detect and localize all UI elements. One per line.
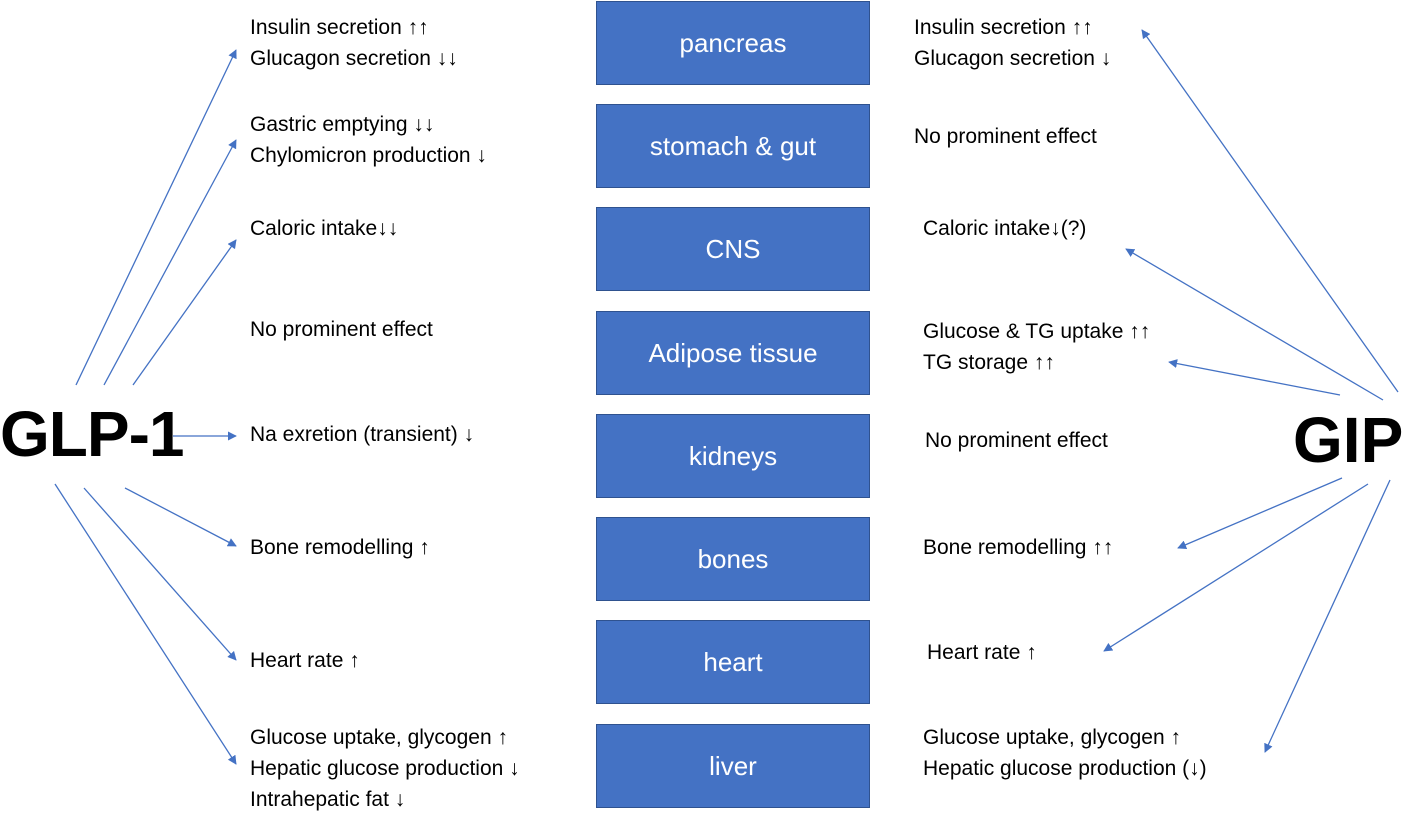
glp1-effect-stomach-gut: Gastric emptying ↓↓ Chylomicron producti…: [250, 109, 487, 171]
glp1-arrow-bones: [124, 487, 237, 547]
gip-effect-liver: Glucose uptake, glycogen ↑ Hepatic gluco…: [923, 722, 1207, 784]
organ-stomach-gut: stomach & gut: [596, 104, 870, 188]
effect-line: Gastric emptying ↓↓: [250, 113, 435, 136]
organ-cns: CNS: [596, 207, 870, 291]
glp1-label: GLP-1: [0, 398, 184, 470]
organ-liver: liver: [596, 724, 870, 808]
effect-line: Na exretion (transient) ↓: [250, 423, 475, 446]
organ-kidneys: kidneys: [596, 414, 870, 498]
glp1-arrow-pancreas: [75, 49, 237, 386]
gip-effect-bones: Bone remodelling ↑↑: [923, 532, 1113, 563]
effect-line: Bone remodelling ↑: [250, 536, 430, 559]
gip-arrow-cns: [1125, 248, 1384, 401]
glp1-arrow-liver: [54, 483, 237, 765]
effect-line: Hepatic glucose production ↓: [250, 757, 520, 780]
effect-line: Glucagon secretion ↓: [914, 47, 1112, 70]
organ-bones: bones: [596, 517, 870, 601]
glp1-arrow-cns: [132, 239, 237, 386]
effect-line: Heart rate ↑: [250, 649, 360, 672]
effect-line: Caloric intake↓↓: [250, 217, 399, 240]
glp1-arrow-heart: [83, 487, 237, 661]
gip-effect-cns: Caloric intake↓(?): [923, 213, 1086, 244]
effect-line: Glucagon secretion ↓↓: [250, 47, 458, 70]
gip-effect-kidneys: No prominent effect: [925, 425, 1108, 456]
effect-line: Chylomicron production ↓: [250, 144, 487, 167]
gip-arrow-heart: [1103, 483, 1369, 652]
gip-arrow-bones: [1177, 477, 1343, 549]
effect-line: Glucose & TG uptake ↑↑: [923, 320, 1151, 343]
glp1-effect-bones: Bone remodelling ↑: [250, 532, 430, 563]
effect-line: Insulin secretion ↑↑: [250, 16, 429, 39]
gip-arrow-adipose: [1168, 359, 1341, 396]
effect-line: Caloric intake↓(?): [923, 217, 1087, 240]
glp1-arrow-stomach: [103, 139, 237, 386]
gip-effect-heart: Heart rate ↑: [927, 637, 1037, 668]
gip-label: GIP: [1293, 404, 1404, 476]
effect-line: No prominent effect: [925, 429, 1108, 452]
effect-line: Heart rate ↑: [927, 641, 1037, 664]
glp1-effect-liver: Glucose uptake, glycogen ↑ Hepatic gluco…: [250, 722, 520, 815]
gip-arrow-liver: [1264, 479, 1391, 753]
glp1-effect-adipose: No prominent effect: [250, 314, 433, 345]
organ-adipose-tissue: Adipose tissue: [596, 311, 870, 395]
effect-line: Intrahepatic fat ↓: [250, 788, 406, 811]
organ-pancreas: pancreas: [596, 1, 870, 85]
gip-effect-pancreas: Insulin secretion ↑↑ Glucagon secretion …: [914, 12, 1111, 74]
effect-line: No prominent effect: [250, 318, 433, 341]
effect-line: Insulin secretion ↑↑: [914, 16, 1093, 39]
effect-line: TG storage ↑↑: [923, 351, 1055, 374]
effect-line: Bone remodelling ↑↑: [923, 536, 1114, 559]
glp1-effect-cns: Caloric intake↓↓: [250, 213, 398, 244]
gip-effect-stomach-gut: No prominent effect: [914, 121, 1097, 152]
glp1-effect-heart: Heart rate ↑: [250, 645, 360, 676]
gip-effect-adipose: Glucose & TG uptake ↑↑ TG storage ↑↑: [923, 316, 1150, 378]
organ-heart: heart: [596, 620, 870, 704]
effect-line: Hepatic glucose production (↓): [923, 757, 1207, 780]
effect-line: Glucose uptake, glycogen ↑: [250, 726, 508, 749]
glp1-effect-kidneys: Na exretion (transient) ↓: [250, 419, 474, 450]
glp1-effect-pancreas: Insulin secretion ↑↑ Glucagon secretion …: [250, 12, 458, 74]
gip-arrow-pancreas: [1141, 29, 1399, 393]
effect-line: No prominent effect: [914, 125, 1097, 148]
effect-line: Glucose uptake, glycogen ↑: [923, 726, 1181, 749]
